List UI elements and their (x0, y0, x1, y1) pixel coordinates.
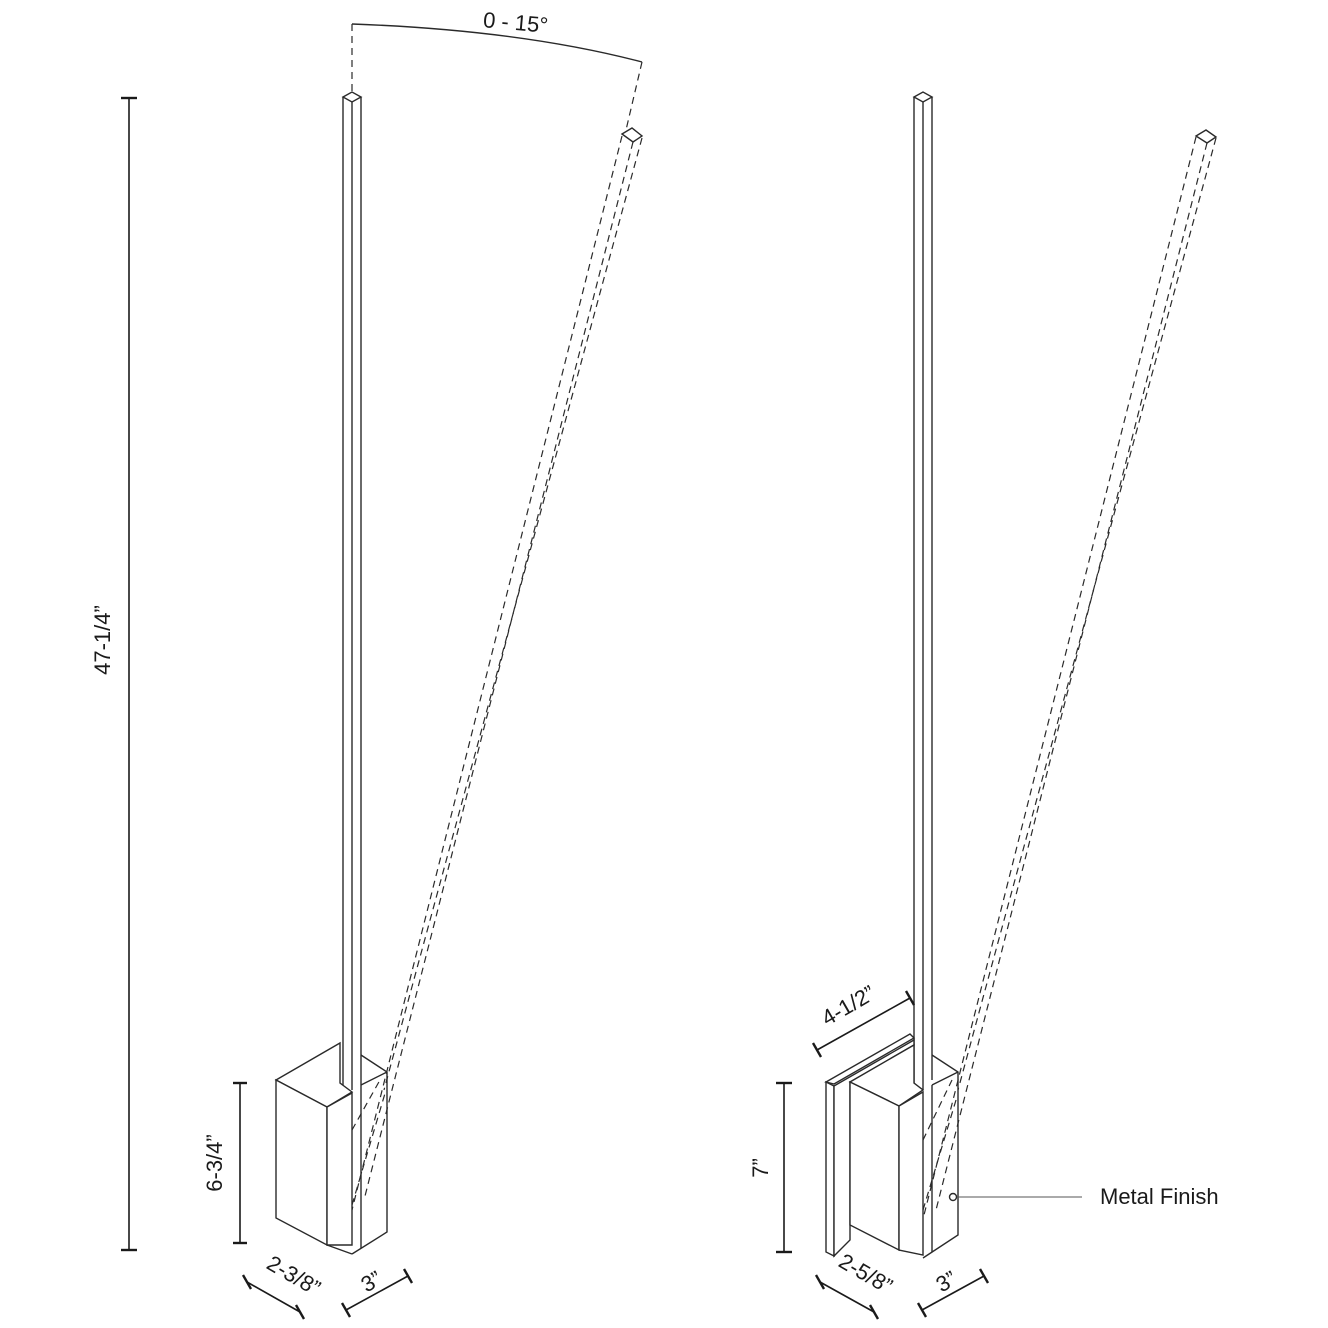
base-width-dimension: 3” (340, 1266, 414, 1318)
overall-height-dimension: 47-1/4” (90, 96, 137, 1252)
base-width-label: 3” (932, 1266, 961, 1297)
base-height-dimension: 6-3/4” (202, 1081, 247, 1245)
base-depth-dimension: 2-5/8” (814, 1248, 897, 1320)
base-depth-dimension: 2-3/8” (241, 1250, 325, 1320)
tilt-angle-dimension: 0 - 15° (351, 7, 643, 131)
right-view: Metal Finish 4-1/2” 7” 2-5/8” (748, 91, 1219, 1320)
base-block (848, 1043, 959, 1259)
base-block (274, 1041, 388, 1255)
base-depth-label: 2-5/8” (835, 1248, 897, 1298)
base-width-label: 3” (357, 1266, 386, 1297)
metal-finish-label: Metal Finish (1100, 1184, 1219, 1209)
base-depth-label: 2-3/8” (263, 1250, 325, 1300)
light-bar-tilted (351, 127, 644, 1211)
backplate-width-label: 4-1/2” (817, 980, 879, 1030)
light-bar-upright (341, 91, 363, 1090)
base-height-dimension: 7” (748, 1081, 792, 1254)
tilt-angle-label: 0 - 15° (482, 7, 549, 38)
base-height-label: 7” (748, 1158, 773, 1178)
light-bar-tilted (923, 129, 1218, 1216)
left-view: 47-1/4” 0 - 15° (90, 7, 644, 1320)
base-width-dimension: 3” (916, 1266, 990, 1318)
light-bar-upright (912, 91, 934, 1090)
metal-finish-callout: Metal Finish (948, 1184, 1219, 1209)
overall-height-label: 47-1/4” (90, 605, 115, 675)
base-height-label: 6-3/4” (202, 1134, 227, 1191)
